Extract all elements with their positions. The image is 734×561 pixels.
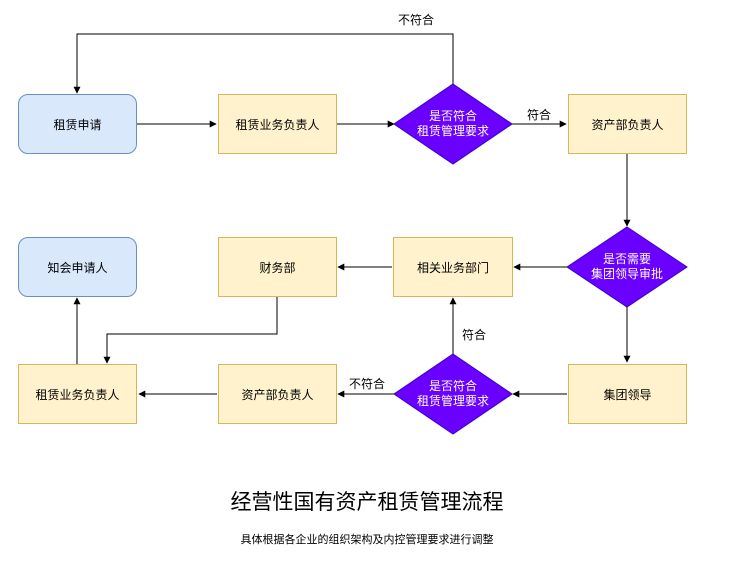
node-related-dept: 相关业务部门 <box>393 237 513 297</box>
page-subtitle: 具体根据各企业的组织架构及内控管理要求进行调整 <box>240 533 494 546</box>
edge-label-bottom-reject: 不符合 <box>348 377 387 391</box>
edge-label-top-pass: 符合 <box>526 108 553 122</box>
node-leasing-owner-top: 租赁业务负责人 <box>218 94 337 154</box>
decision-bottom-label: 是否符合 租赁管理要求 <box>416 379 489 408</box>
edge-finance-to-owner-bottom <box>103 297 278 364</box>
edge-check-reject-to-apply <box>73 33 454 94</box>
decision-bottom-shape <box>393 353 513 435</box>
node-asset-dept-top: 资产部负责人 <box>568 94 687 154</box>
edge-label-bottom-pass: 符合 <box>461 328 488 342</box>
node-leasing-owner-bottom: 租赁业务负责人 <box>18 364 137 424</box>
node-lease-application: 租赁申请 <box>18 94 137 154</box>
node-group-leader: 集团领导 <box>568 364 687 424</box>
edge-label-top-reject: 不符合 <box>397 13 436 27</box>
node-notify-applicant: 知会申请人 <box>18 237 137 297</box>
decision-need-group-label: 是否需要 集团领导审批 <box>590 252 663 281</box>
decision-top-label: 是否符合 租赁管理要求 <box>416 109 489 138</box>
node-asset-dept-bottom: 资产部负责人 <box>218 364 337 424</box>
page-title: 经营性国有资产租赁管理流程 <box>230 490 504 514</box>
node-finance: 财务部 <box>218 237 337 297</box>
decision-top-shape <box>393 83 513 165</box>
